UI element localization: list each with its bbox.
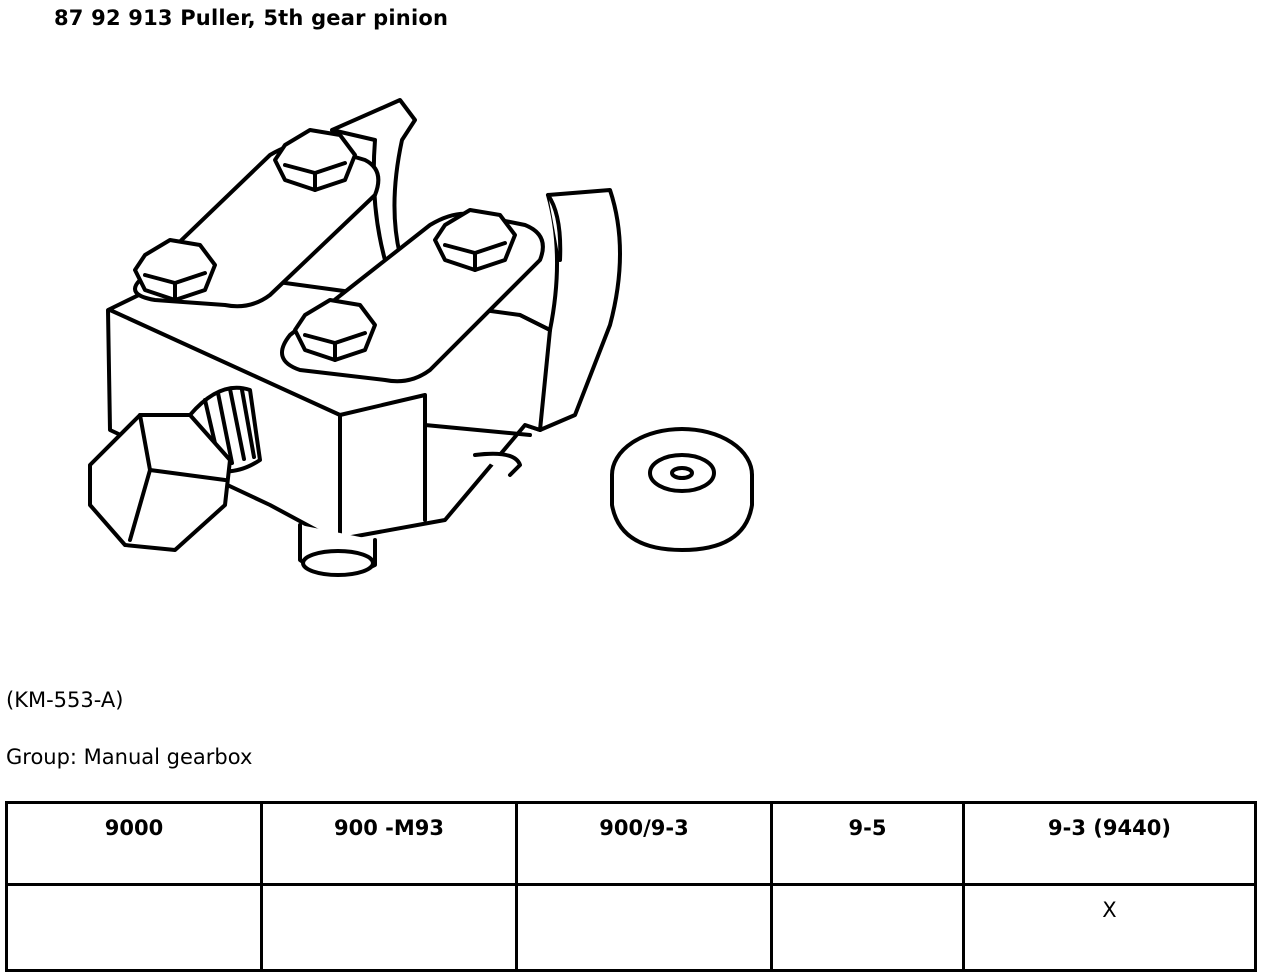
column-header: 9-3 (9440) <box>962 801 1257 886</box>
table-cell <box>515 883 773 972</box>
hex-bolt-4 <box>293 298 377 362</box>
puller-tool-illustration <box>70 85 770 605</box>
model-compatibility-table: 9000 900 -M93 900/9-3 9-5 9-3 (9440) X <box>5 801 1257 972</box>
table-header-row: 9000 900 -M93 900/9-3 9-5 9-3 (9440) <box>5 801 1257 886</box>
table-cell: X <box>962 883 1257 972</box>
column-header: 900/9-3 <box>515 801 773 886</box>
adapter-disc <box>610 427 754 552</box>
hex-bolt-2 <box>133 238 217 302</box>
table-cell <box>5 883 263 972</box>
column-header: 9000 <box>5 801 263 886</box>
puller-tool-drawing-icon <box>88 98 754 577</box>
document-title: 87 92 913 Puller, 5th gear pinion <box>54 6 449 30</box>
tool-code: (KM-553-A) <box>6 688 124 712</box>
table-cell <box>260 883 518 972</box>
table-cell <box>770 883 965 972</box>
tool-group: Group: Manual gearbox <box>6 745 253 769</box>
column-header: 900 -M93 <box>260 801 518 886</box>
table-row: X <box>5 883 1257 972</box>
column-header: 9-5 <box>770 801 965 886</box>
hex-bolt-1 <box>273 128 357 192</box>
hex-bolt-3 <box>433 208 517 272</box>
